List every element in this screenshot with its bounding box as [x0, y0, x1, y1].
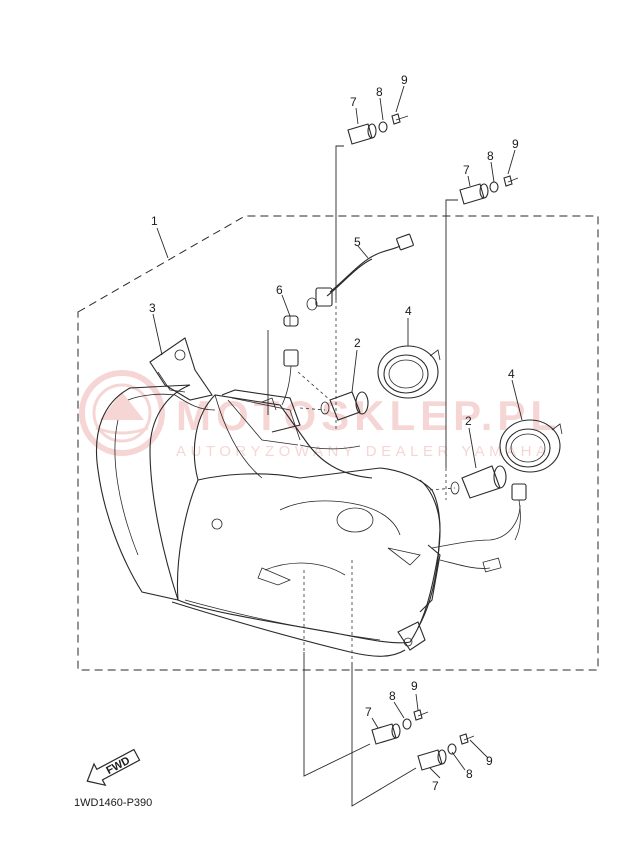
diagram-part-code: 1WD1460-P390 — [74, 797, 152, 809]
callout-7-c: 7 — [365, 705, 372, 719]
callout-8-a: 8 — [376, 85, 383, 99]
dust-cap-upper — [377, 345, 441, 399]
callout-1: 1 — [151, 214, 158, 228]
callout-9-b: 9 — [512, 137, 519, 151]
watermark-tagline: AUTORYZOWANY DEALER YAMAHA — [176, 443, 546, 460]
callout-9-d: 9 — [486, 754, 493, 768]
callout-4-lower: 4 — [508, 367, 515, 381]
watermark-brand: MOTOSKLEP.PL — [176, 392, 556, 439]
callout-8-d: 8 — [466, 767, 473, 781]
dust-cap-lower — [499, 419, 563, 473]
callout-2-upper: 2 — [354, 336, 361, 350]
callout-9-a: 9 — [401, 73, 408, 87]
bulb-lower — [450, 465, 507, 499]
watermark: MOTOSKLEP.PL AUTORYZOWANY DEALER YAMAHA — [79, 370, 556, 460]
callout-9-c: 9 — [411, 679, 418, 693]
callout-7-d: 7 — [432, 779, 439, 793]
callout-5: 5 — [354, 235, 361, 249]
position-bulb — [283, 315, 299, 327]
assembly-boundary — [77, 215, 599, 671]
callout-2-lower: 2 — [465, 414, 472, 428]
callout-8-c: 8 — [389, 689, 396, 703]
lower-connector — [511, 483, 527, 541]
callout-6: 6 — [276, 283, 283, 297]
watermark-logo-icon — [79, 370, 165, 456]
callout-7-a: 7 — [350, 95, 357, 109]
callout-3: 3 — [149, 301, 156, 315]
callout-7-b: 7 — [463, 163, 470, 177]
wire-harness — [306, 233, 414, 311]
grommet-set-d — [417, 733, 475, 771]
grommet-set-c — [371, 709, 429, 745]
headlight-housing — [95, 337, 521, 657]
fwd-label: FWD — [104, 755, 132, 777]
bulb-upper — [320, 391, 369, 421]
placement-lines — [267, 145, 458, 807]
grommet-set-a — [347, 113, 409, 145]
bulb-socket-connector — [281, 349, 299, 406]
forward-arrow-icon: FWD — [86, 748, 141, 787]
callout-labels: 1 2 2 3 4 4 5 6 7 8 9 7 8 9 7 8 9 7 8 9 — [149, 73, 519, 793]
callout-4-upper: 4 — [405, 304, 412, 318]
callout-8-b: 8 — [487, 149, 494, 163]
leader-lines — [152, 85, 523, 779]
